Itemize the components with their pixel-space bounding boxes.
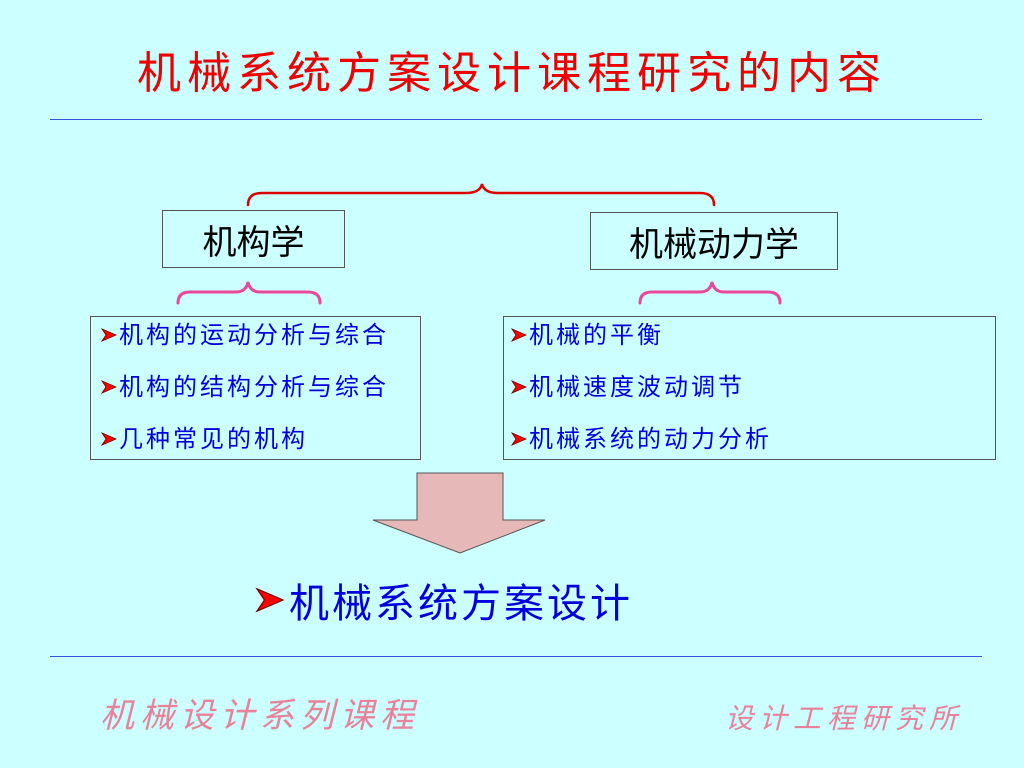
list-item-text: 机构的结构分析与综合: [119, 373, 389, 401]
list-box-mechanisms: 机构的运动分析与综合 机构的结构分析与综合 几种常见的机构: [90, 316, 421, 460]
list-item-text: 机械的平衡: [529, 321, 664, 349]
footer-institute: 设计工程研究所: [725, 702, 964, 735]
right-sub-brace-icon: [638, 281, 782, 305]
list-item: 机械速度波动调节: [511, 370, 995, 404]
list-item: 几种常见的机构: [101, 422, 420, 456]
list-item: 机械系统的动力分析: [511, 422, 995, 456]
slide-title: 机械系统方案设计课程研究的内容: [137, 48, 887, 99]
arrowhead-bullet-icon: [101, 328, 117, 342]
arrowhead-bullet-icon: [511, 380, 527, 394]
top-divider: [50, 119, 982, 120]
arrowhead-bullet-icon: [255, 587, 285, 613]
arrowhead-bullet-icon: [511, 432, 527, 446]
topic-list: 机构的运动分析与综合 机构的结构分析与综合 几种常见的机构: [91, 317, 420, 456]
list-item-text: 机械速度波动调节: [529, 373, 745, 401]
heading-dynamics: 机械动力学: [629, 224, 799, 265]
topic-list: 机械的平衡 机械速度波动调节 机械系统的动力分析: [504, 317, 995, 456]
left-sub-brace-icon: [176, 281, 322, 305]
down-arrow-icon: [372, 472, 546, 554]
top-curly-brace-icon: [246, 183, 716, 207]
heading-mechanisms: 机构学: [202, 222, 305, 263]
arrowhead-bullet-icon: [101, 432, 117, 446]
list-item-text: 机械系统的动力分析: [529, 425, 772, 453]
conclusion-text: 机械系统方案设计: [289, 581, 633, 627]
footer-course-series: 机械设计系列课程: [100, 696, 420, 736]
list-item: 机械的平衡: [511, 318, 995, 352]
heading-box-dynamics: 机械动力学: [590, 212, 838, 270]
list-item-text: 机构的运动分析与综合: [119, 321, 389, 349]
list-item: 机构的结构分析与综合: [101, 370, 420, 404]
heading-box-mechanisms: 机构学: [162, 210, 345, 268]
list-box-dynamics: 机械的平衡 机械速度波动调节 机械系统的动力分析: [503, 316, 996, 460]
arrowhead-bullet-icon: [511, 328, 527, 342]
arrowhead-bullet-icon: [101, 380, 117, 394]
list-item: 机构的运动分析与综合: [101, 318, 420, 352]
conclusion: 机械系统方案设计: [255, 574, 633, 627]
list-item-text: 几种常见的机构: [119, 425, 308, 453]
bottom-divider: [50, 656, 982, 657]
